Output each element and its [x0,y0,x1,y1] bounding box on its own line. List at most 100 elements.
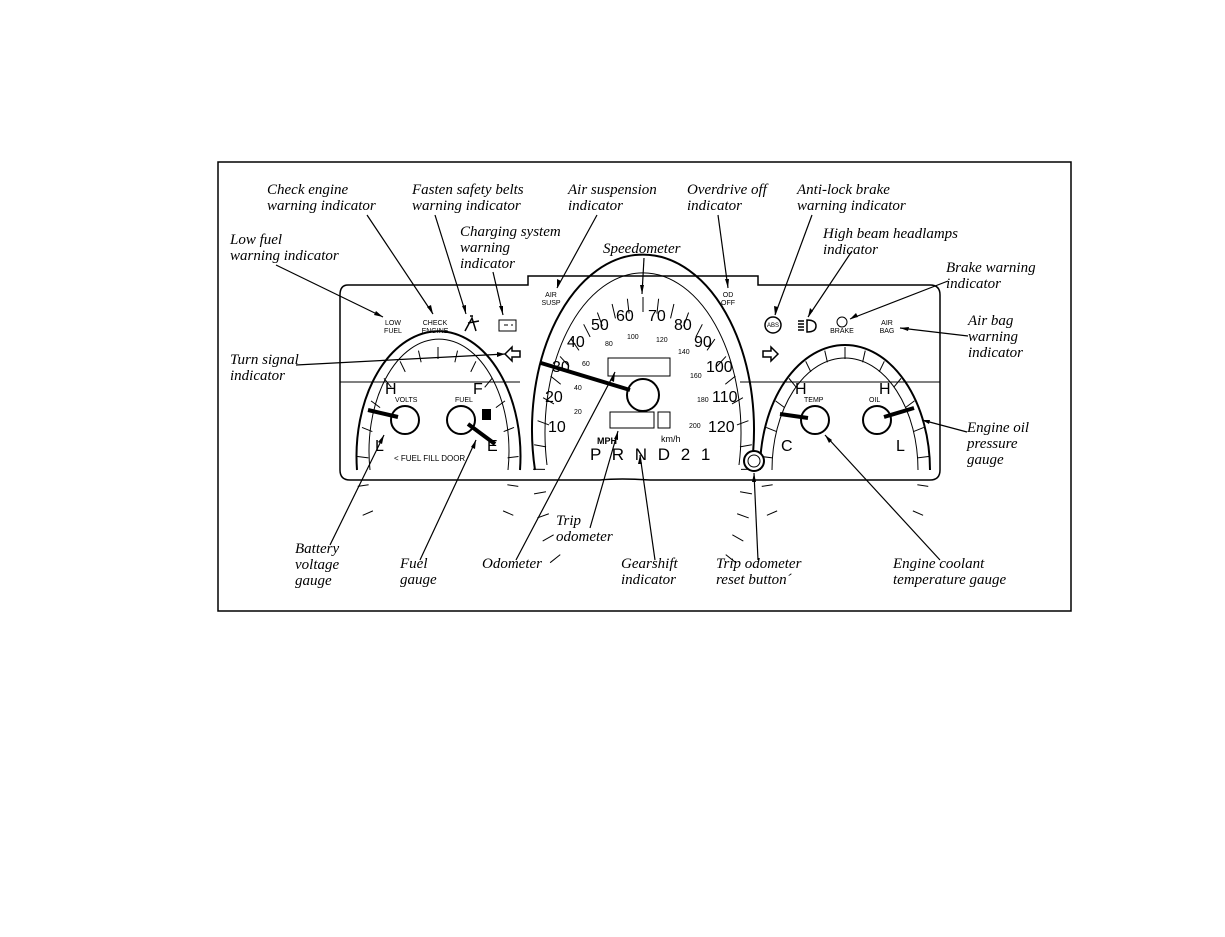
gauge-band-tick [878,361,885,373]
gauge-band-tick [383,378,392,388]
fuel-fill-door-label: < FUEL FILL DOOR [394,454,465,463]
gauge-band-tick [362,510,374,516]
low-fuel-indicator-line2: FUEL [384,328,402,335]
oil-l-label: L [896,438,905,455]
mph-tick-label: 40 [567,334,585,351]
oil-label: OIL [869,397,880,404]
gauge-band-tick [766,510,778,516]
low-fuel-indicator-line1: LOW [385,320,401,327]
gauge-band-tick [893,378,902,388]
speedometer-band-tick [739,444,752,448]
brake-icon [836,316,848,328]
diagram-frame [217,161,1072,612]
fuel-f-label: F [473,381,483,398]
speedometer-band-tick [549,554,561,564]
kmh-tick-label: 180 [697,397,709,404]
speedometer-band-tick [736,420,749,426]
abs-icon [764,316,782,334]
temp-c-label: C [781,438,793,455]
speedometer-band-tick [534,444,547,448]
fuel-label: FUEL [455,397,473,404]
kmh-tick-label: 80 [605,341,613,348]
speedometer-band-tick [537,513,550,519]
temp-h-label: H [795,381,807,398]
air-susp-indicator-line1: AIR [545,292,557,299]
gauge-band-tick [913,426,924,433]
speedometer-band-tick [570,338,580,351]
speedometer-band-tick [731,397,744,405]
mph-tick-label: 70 [648,308,666,325]
mph-tick-label: 30 [552,359,570,376]
trip-odometer-reset-button[interactable] [743,450,765,472]
mph-tick-label: 60 [616,308,634,325]
speedometer-band-tick [724,375,736,385]
gauge-band-tick [905,400,915,409]
speedometer-band-tick [706,338,716,351]
battery-voltage-gauge-hub [390,405,420,435]
speedometer-band-tick [725,554,737,564]
kmh-tick-label: 20 [574,409,582,416]
right-gauge-pod: H C H L TEMP OIL [759,344,931,516]
gauge-band-tick [766,426,777,433]
high-beam-icon [798,319,817,333]
callout-odometer: Odometer [482,556,542,572]
seatbelt-icon [464,315,480,332]
gauge-band-tick [824,350,828,363]
air-susp-indicator-line2: SUSP [541,300,560,307]
gauge-band-tick [470,361,477,373]
speedometer-band-tick [626,298,630,314]
turn-signal-right-icon [762,345,780,363]
kmh-tick-label: 200 [689,423,701,430]
speedometer-band-tick [533,491,547,495]
speedometer-band-tick [736,513,749,519]
gauge-band-tick [507,456,519,459]
oil-gauge-hub [862,405,892,435]
gauge-band-tick [502,510,514,516]
speedometer-band-tick [537,420,550,426]
kmh-tick-label: 100 [627,334,639,341]
coolant-gauge-hub [800,405,830,435]
gauge-band-tick [370,400,381,409]
abs-icon-label: ABS [767,323,779,329]
speedometer-band-tick [670,303,675,319]
brake-indicator-text: BRAKE [830,328,854,335]
mph-tick-label: 100 [706,359,733,376]
gauge-band-tick [357,456,369,459]
gauge-band-tick [805,361,812,373]
mph-tick-label: 90 [694,334,712,351]
gauge-band-tick [912,510,924,516]
volts-l-label: L [375,438,384,455]
speedometer-band-tick [716,356,727,367]
od-off-indicator-line1: OD [723,292,734,299]
left-gauge-pod: H L F E VOLTS FUEL < FUEL FILL DOOR [355,330,522,516]
gauge-band-tick [495,400,506,409]
gauge-band-tick [917,484,929,487]
kmh-tick-label: 160 [690,373,702,380]
speedometer-band-tick [739,491,753,495]
mph-tick-label: 20 [545,389,563,406]
od-off-indicator-line2: OFF [721,300,735,307]
volts-label: VOLTS [395,397,418,404]
cluster-housing [339,275,941,481]
mph-tick-label: 80 [674,317,692,334]
kmh-tick-label: 40 [574,385,582,392]
kmh-tick-label: 60 [582,361,590,368]
gauge-band-tick [917,456,929,459]
